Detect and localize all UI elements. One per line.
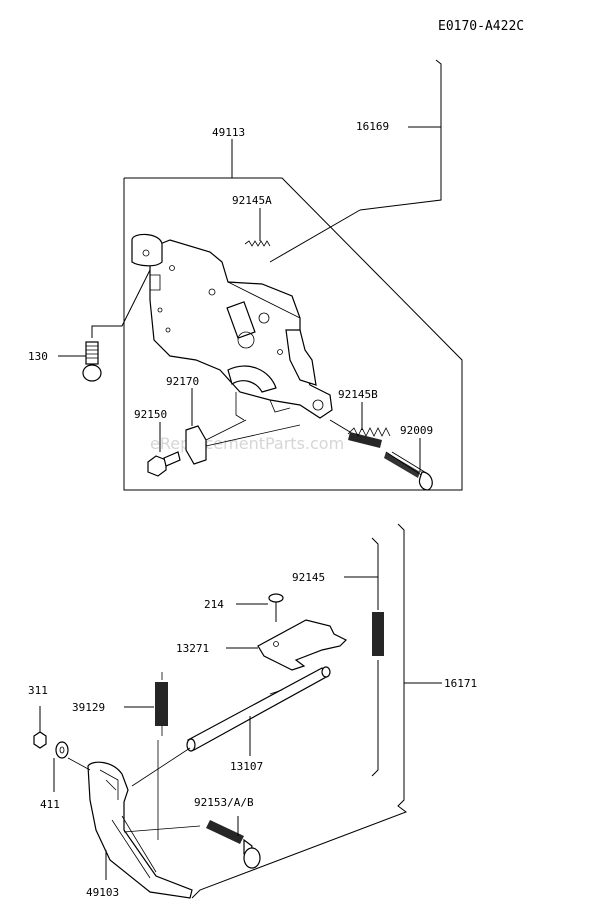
diagram-code: E0170-A422C	[438, 19, 524, 34]
label-92145A: 92145A	[232, 194, 272, 207]
label-214: 214	[204, 598, 224, 611]
label-92009: 92009	[400, 424, 433, 437]
lower-assembly: 92145 214 13271 311 39129 16171 13107 41…	[28, 523, 477, 899]
part-311-nut[interactable]	[33, 706, 47, 749]
label-92145B: 92145B	[338, 388, 378, 401]
part-411-washer[interactable]	[53, 741, 69, 792]
label-92150: 92150	[134, 408, 167, 421]
part-92153-bolt[interactable]	[206, 816, 261, 869]
label-92170: 92170	[166, 375, 199, 388]
label-16171: 16171	[444, 677, 477, 690]
part-49103-lever[interactable]	[67, 740, 201, 899]
label-16169: 16169	[356, 120, 389, 133]
label-13271: 13271	[176, 642, 209, 655]
part-92009-bolt[interactable]	[384, 438, 433, 491]
part-92145B-spring[interactable]	[329, 402, 391, 448]
label-49113: 49113	[212, 126, 245, 139]
part-39129-spring[interactable]	[124, 672, 168, 736]
label-411: 411	[40, 798, 60, 811]
part-16171-rod[interactable]	[191, 523, 442, 899]
part-92150-bolt[interactable]	[147, 422, 181, 477]
assembly-frame-49113	[123, 177, 463, 491]
label-130: 130	[28, 350, 48, 363]
part-214-screw[interactable]	[236, 593, 284, 622]
part-16169-rod[interactable]	[269, 59, 442, 263]
label-13107: 13107	[230, 760, 263, 773]
label-49103: 49103	[86, 886, 119, 899]
part-130-bolt[interactable]	[58, 269, 151, 382]
label-92153: 92153/A/B	[194, 796, 254, 809]
part-92145-spring[interactable]	[344, 537, 384, 777]
upper-assembly: 16169 49113 92145A 130 92170 92145B 9215…	[28, 59, 463, 491]
label-311: 311	[28, 684, 48, 697]
part-13107-shaft[interactable]	[186, 666, 331, 756]
part-92170-guide[interactable]	[185, 388, 301, 465]
label-39129: 39129	[72, 701, 105, 714]
control-bracket-plate[interactable]	[131, 233, 333, 421]
label-92145: 92145	[292, 571, 325, 584]
part-13271-plate[interactable]	[226, 619, 348, 671]
part-92145A-spring[interactable]	[244, 208, 271, 247]
